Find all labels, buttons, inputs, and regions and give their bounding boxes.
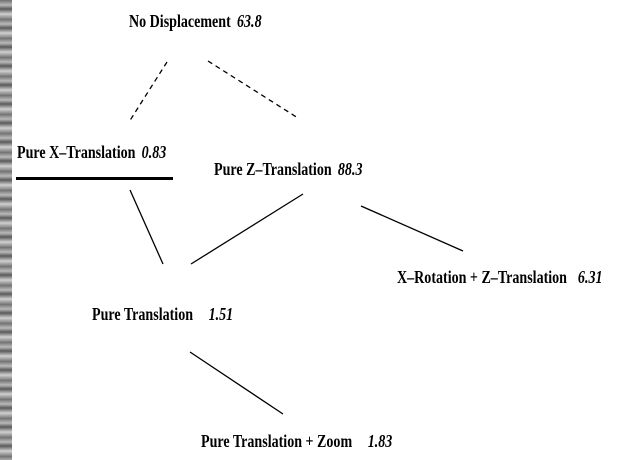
node-pure-translation: Pure Translation 1.51 bbox=[92, 303, 233, 325]
node-value: 0.83 bbox=[141, 142, 167, 162]
node-label: No Displacement bbox=[129, 11, 231, 31]
left-edge-image-strip bbox=[0, 0, 12, 460]
edge-no-displacement-to-pure-z-translation bbox=[207, 60, 299, 119]
node-value: 1.83 bbox=[367, 431, 393, 451]
edge-no-displacement-to-pure-x-translation bbox=[128, 61, 168, 123]
node-value: 88.3 bbox=[337, 159, 363, 179]
edge-pure-z-translation-to-x-rotation-z-translation bbox=[360, 205, 464, 252]
edge-pure-z-translation-to-pure-translation bbox=[190, 193, 304, 265]
node-value: 1.51 bbox=[208, 304, 234, 324]
node-label: Pure Translation + Zoom bbox=[201, 431, 353, 451]
node-x-rotation-z-translation: X–Rotation + Z–Translation 6.31 bbox=[397, 266, 602, 288]
node-value: 63.8 bbox=[237, 11, 262, 31]
node-label: Pure Translation bbox=[92, 304, 194, 324]
node-value: 6.31 bbox=[577, 267, 603, 287]
edge-pure-x-translation-to-pure-translation bbox=[129, 189, 164, 265]
node-label: Pure X–Translation bbox=[17, 142, 136, 162]
emphasis-underline bbox=[16, 177, 173, 180]
node-label: X–Rotation + Z–Translation bbox=[397, 267, 568, 287]
edge-pure-translation-to-pure-translation-zoom bbox=[189, 351, 284, 415]
node-pure-translation-zoom: Pure Translation + Zoom 1.83 bbox=[201, 430, 392, 452]
node-no-displacement: No Displacement 63.8 bbox=[129, 10, 262, 32]
node-label: Pure Z–Translation bbox=[214, 159, 332, 179]
